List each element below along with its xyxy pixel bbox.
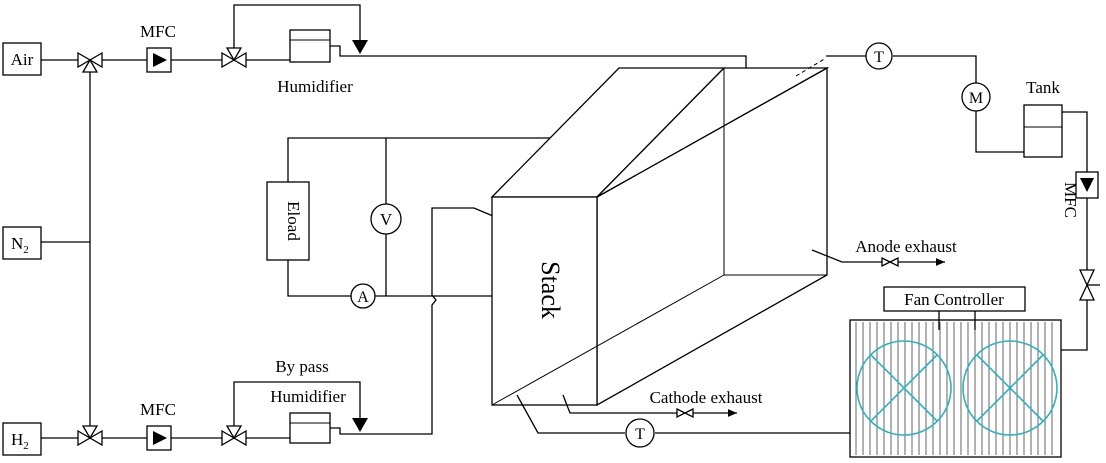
cathode-exhaust-label: Cathode exhaust — [650, 388, 763, 407]
check-valve-h2 — [352, 418, 368, 432]
n2-label: N2 — [11, 234, 29, 256]
humidifier-valve-h2 — [221, 425, 247, 447]
mfc-air: MFC — [140, 22, 176, 73]
bypass-label: By pass — [275, 357, 328, 376]
humidifier-h2: Humidifier — [270, 387, 346, 444]
three-way-valve-air — [77, 51, 103, 73]
three-way-valve-h2 — [77, 425, 103, 447]
bypass-line — [233, 381, 361, 426]
cathode-exhaust: Cathode exhaust — [562, 388, 763, 419]
eload: Eload — [266, 181, 310, 261]
voltmeter: V — [370, 203, 402, 235]
pump: M — [961, 82, 991, 112]
h2-label: H2 — [11, 430, 29, 452]
fan-left — [856, 340, 952, 436]
fan-right — [962, 340, 1058, 436]
coolant-loop — [516, 55, 1088, 434]
tank-label: Tank — [1026, 78, 1060, 97]
check-valve-air — [352, 40, 368, 54]
humidifier-air-label: Humidifier — [277, 77, 353, 96]
eload-label: Eload — [284, 201, 303, 241]
mfc-coolant-label: MFC — [1061, 182, 1080, 218]
humidifier-air: Humidifier — [277, 29, 747, 96]
mfc-coolant: MFC — [1061, 171, 1099, 218]
fan-controller: Fan Controller — [883, 286, 1026, 330]
mfc-h2: MFC — [140, 400, 176, 451]
tank: Tank — [1023, 78, 1063, 158]
humidifier-h2-label: Humidifier — [270, 387, 346, 406]
fuel-cell-stack: Stack — [490, 66, 830, 407]
humidifier-valve-air — [221, 47, 247, 69]
ammeter: A — [350, 283, 376, 309]
mfc-air-label: MFC — [140, 22, 176, 41]
air-label: Air — [11, 50, 34, 69]
gas-manifold-lines — [41, 59, 91, 439]
anode-supply-line — [330, 207, 513, 435]
temp-top-label: T — [874, 49, 884, 66]
ammeter-label: A — [357, 289, 369, 306]
h2-source: H2 — [2, 422, 42, 456]
coolant-valve — [1078, 269, 1100, 301]
anode-exhaust: Anode exhaust — [811, 237, 957, 268]
pump-label: M — [969, 90, 983, 107]
temp-sensor-bottom: T — [625, 418, 655, 448]
fan-controller-label: Fan Controller — [904, 290, 1004, 309]
anode-exhaust-label: Anode exhaust — [855, 237, 957, 256]
n2-source: N2 — [2, 226, 42, 260]
temp-bottom-label: T — [635, 426, 645, 443]
mfc-h2-label: MFC — [140, 400, 176, 419]
air-source: Air — [2, 42, 42, 76]
stack-label: Stack — [536, 261, 565, 319]
temp-sensor-top: T — [865, 42, 893, 70]
radiator — [849, 319, 1062, 458]
voltmeter-label: V — [380, 210, 393, 229]
electrical-circuit — [287, 137, 603, 297]
